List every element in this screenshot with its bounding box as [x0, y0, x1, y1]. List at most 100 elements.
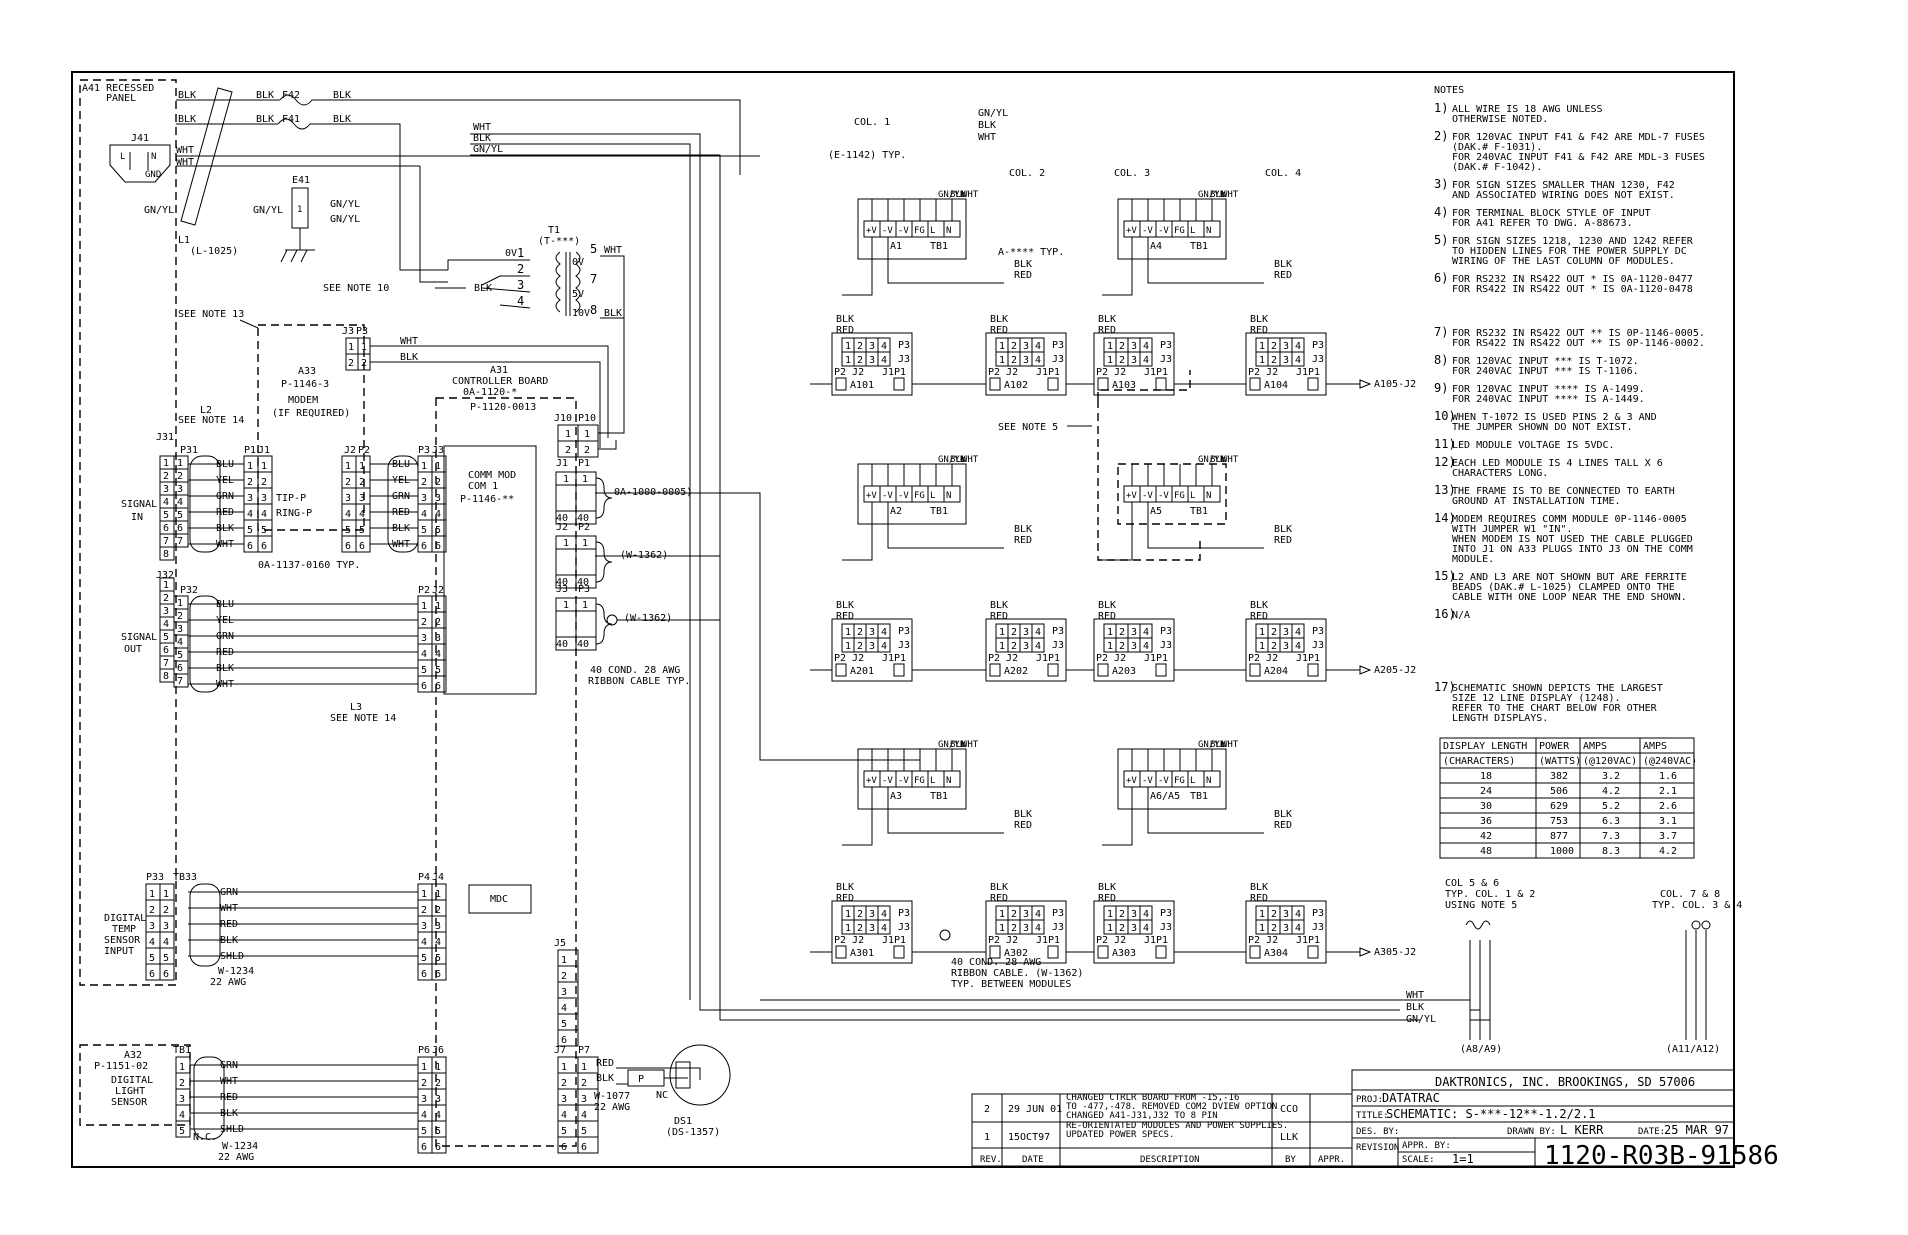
col78-2: TYP. COL. 3 & 4: [1652, 900, 1742, 911]
t1-pin3: 3: [517, 278, 524, 292]
p33-a-pin: 1: [149, 889, 155, 900]
module-p2j2: P2 J2: [1096, 653, 1126, 664]
psu-terminal: +V: [1126, 226, 1137, 236]
t1-pin4: 4: [517, 294, 524, 308]
p2-label: P2: [358, 445, 370, 456]
note-line: FOR SIGN SIZES 1218, 1230 AND 1242 REFER: [1452, 236, 1694, 247]
p2j2out-a-pin: 4: [421, 649, 427, 660]
note-line: WITH JUMPER W1 "IN".: [1452, 524, 1572, 535]
module-pin: 3: [1131, 355, 1137, 366]
module-pin: 2: [1119, 627, 1125, 638]
psu-frame: [857, 198, 967, 260]
ground-icon: [280, 249, 315, 263]
module-pin: 1: [845, 641, 851, 652]
light-ferrite-icon: [193, 1056, 225, 1140]
see-note-5: SEE NOTE 5: [998, 422, 1058, 433]
ribbon-pin: 1: [563, 538, 569, 549]
arrow-icon: [1359, 379, 1372, 389]
modem-color: YEL: [392, 475, 410, 486]
temp-label-3: SENSOR: [104, 935, 141, 946]
a33-j3: J3: [342, 326, 354, 337]
module-red: RED: [990, 325, 1008, 336]
p3j3-b-pin: 1: [435, 461, 441, 472]
p3-label: P3: [418, 445, 430, 456]
t1-part: (T-***): [538, 236, 580, 247]
j7-wire-2: 22 AWG: [594, 1102, 630, 1113]
module-pin: 3: [1023, 341, 1029, 352]
psu-frame: [1117, 198, 1227, 260]
psu-terminal: +V: [1126, 491, 1137, 501]
ribbon-pin: 40: [556, 639, 568, 650]
psu-terminal: -V: [882, 491, 893, 501]
psu-wht: WHT: [962, 740, 979, 750]
note-line: INTO J1 ON A33 PLUGS INTO J3 ON THE COMM: [1452, 544, 1693, 555]
module-p3: P3: [1052, 626, 1064, 637]
note-line: (DAK.# F-1042).: [1452, 162, 1542, 173]
col-2-label: COL. 2: [1009, 168, 1045, 179]
module-frame: [985, 618, 1067, 682]
module-label: A104: [1264, 380, 1288, 391]
module-pin: 2: [857, 627, 863, 638]
p32-pin: 3: [177, 624, 183, 635]
p33-a-pin: 5: [149, 953, 155, 964]
psu-terminal: FG: [914, 226, 925, 236]
p2j2out-b-pin: 1: [435, 601, 441, 612]
wire-blk-1: BLK: [178, 90, 196, 101]
module-pin: 3: [1131, 641, 1137, 652]
module-conn-r: [1155, 945, 1167, 959]
a32-part: P-1151-02: [94, 1061, 148, 1072]
module-pin: 1: [1259, 341, 1265, 352]
psu-terminal: N: [946, 776, 951, 786]
table-cell: 2.6: [1659, 801, 1677, 812]
mdc-label: MDC: [490, 894, 508, 905]
module-pin-box: [1291, 919, 1305, 935]
module-pin: 4: [1295, 909, 1301, 920]
temp-sensor: P33 TB33 DIGITAL TEMP SENSOR INPUT 12345…: [104, 872, 532, 988]
t1-sec-pin7: 7: [590, 272, 597, 286]
p1j1-a-pin: 3: [247, 493, 253, 504]
ribbon-j-label: J2: [556, 522, 568, 533]
j1-label: J1: [258, 445, 270, 456]
a33-blk: BLK: [400, 352, 418, 363]
j2p2-a-pin: 2: [345, 477, 351, 488]
j31-pin: 5: [163, 510, 169, 521]
table-cell: 30: [1480, 801, 1492, 812]
table-cell: 506: [1550, 786, 1568, 797]
l3-note: SEE NOTE 14: [330, 713, 396, 724]
module-pin: 2: [1271, 341, 1277, 352]
t1-label: T1: [548, 225, 560, 236]
module-p2j2: P2 J2: [988, 935, 1018, 946]
module-pin: 4: [1143, 355, 1149, 366]
module-red: RED: [990, 611, 1008, 622]
note-number: 10): [1434, 409, 1456, 423]
p4j4-b-box: [431, 963, 447, 981]
module-pin: 1: [1259, 355, 1265, 366]
j7-a-pin: 6: [561, 1142, 567, 1153]
table-cell: 3.2: [1602, 771, 1620, 782]
module-pin: 4: [1143, 641, 1149, 652]
psu-out-red: RED: [1014, 270, 1032, 281]
t1-sec-10v: 10V: [572, 308, 590, 319]
module-j1p1: J1P1: [1144, 367, 1168, 378]
ribbon-pin: 40: [577, 639, 589, 650]
f42-blk-in: BLK: [256, 90, 274, 101]
module-conn-r: [1155, 663, 1167, 677]
col-1-label: COL. 1: [854, 117, 890, 128]
p33-b-pin: 1: [163, 889, 169, 900]
module-red: RED: [1098, 325, 1116, 336]
scale-label: SCALE:: [1402, 1155, 1435, 1165]
j7-a-pin: 1: [561, 1062, 567, 1073]
psu-terminal: +V: [866, 776, 877, 786]
tb1-pin: 5: [179, 1126, 185, 1137]
module-label: A303: [1112, 948, 1136, 959]
j7-b-pin: 5: [581, 1126, 587, 1137]
table-cell: 4.2: [1659, 846, 1677, 857]
psu-label: A3: [890, 791, 902, 802]
module-label: A202: [1004, 666, 1028, 677]
p33-a-pin: 4: [149, 937, 155, 948]
note-line: REFER TO THE CHART BELOW FOR OTHER: [1452, 703, 1658, 714]
